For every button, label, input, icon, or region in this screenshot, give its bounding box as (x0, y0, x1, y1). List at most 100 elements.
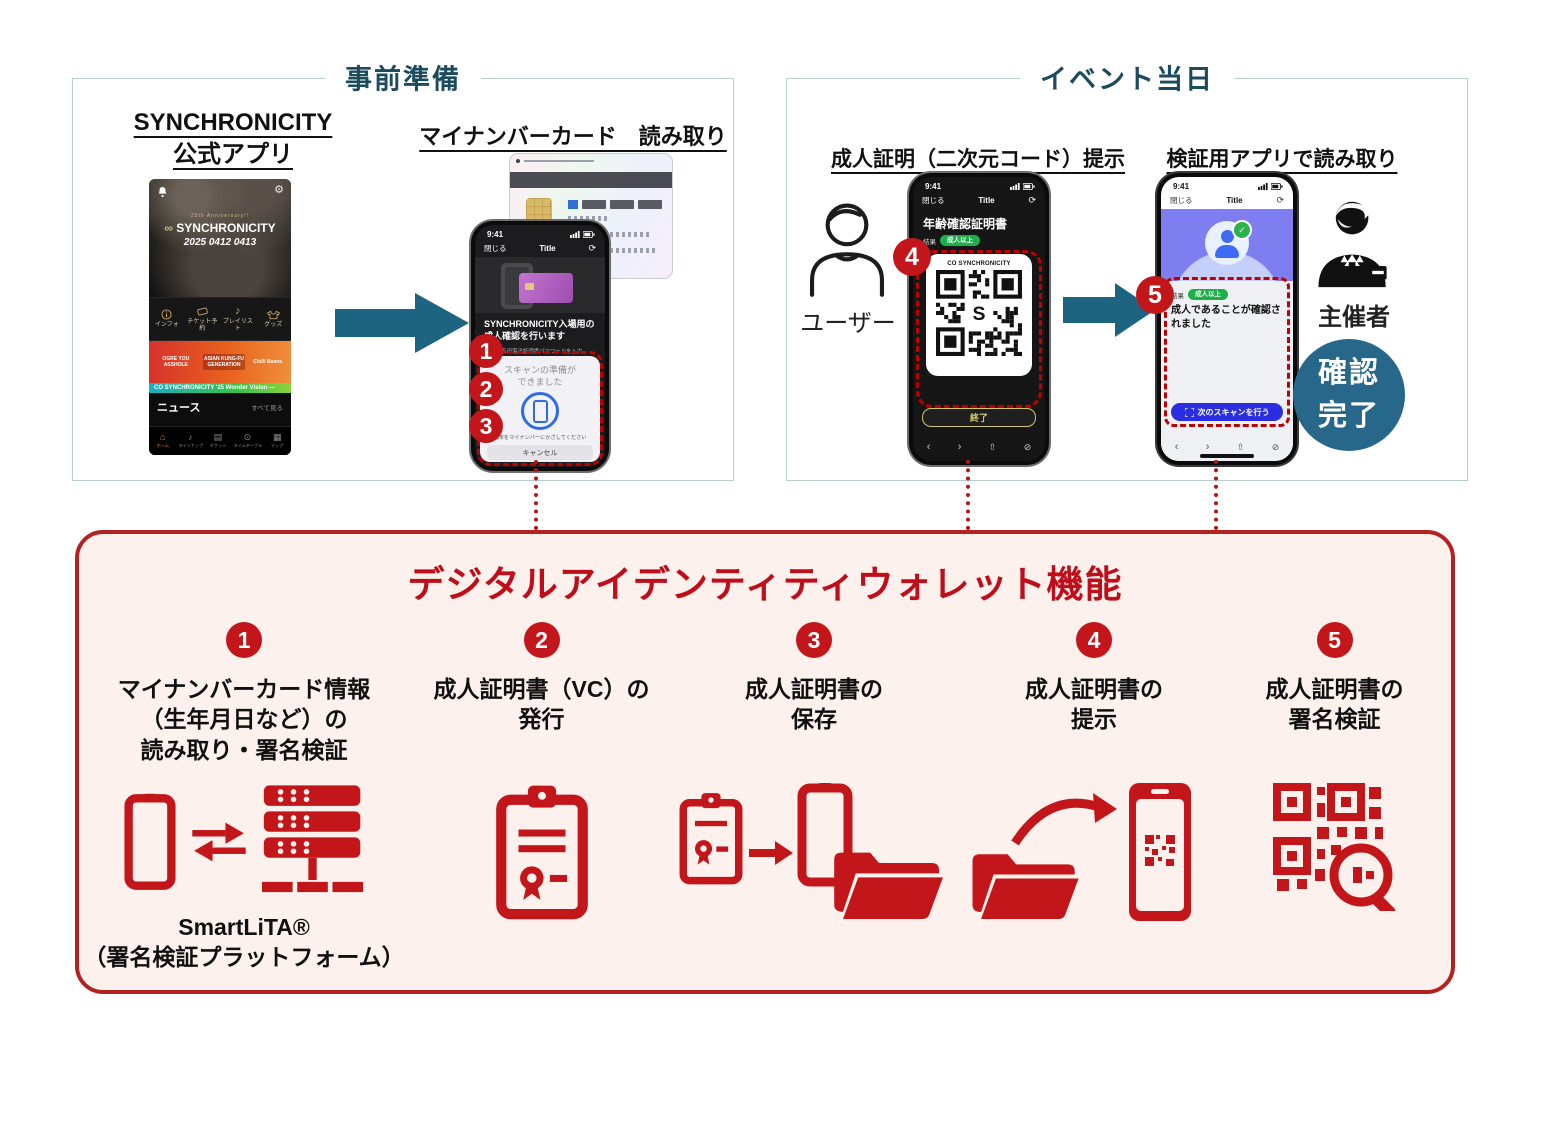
wallet-step-1: 1 マイナンバーカード情報 （生年月日など）の 読み取り・署名検証 (79, 622, 409, 973)
official-app-heading: SYNCHRONICITY 公式アプリ (93, 107, 373, 172)
smartlita-label: SmartLiTA® (178, 914, 310, 941)
server-icon (262, 785, 364, 893)
forward-icon[interactable]: › (957, 441, 962, 453)
event-box-title: イベント当日 (1020, 57, 1234, 97)
check-icon: ✓ (1232, 220, 1252, 240)
refresh-icon[interactable]: ⟳ (1028, 195, 1036, 205)
wallet-box: デジタルアイデンティティウォレット機能 1 マイナンバーカード情報 （生年月日な… (75, 530, 1455, 994)
back-icon[interactable]: ‹ (926, 441, 931, 453)
adult-badge: 成人以上 (940, 235, 980, 247)
playlist-icon: ♪ (235, 304, 241, 317)
app-menu-info-label: インフォ (154, 322, 179, 329)
present-heading: 成人証明（二次元コード）提示 (831, 148, 1125, 171)
blocked-icon[interactable]: ⊘ (1271, 441, 1280, 452)
step-badge-1: 1 (469, 334, 503, 368)
qr-phone-time: 9:41 (925, 182, 942, 191)
verify-phone-time: 9:41 (1173, 182, 1190, 191)
verify-result-label: 結果 (1171, 292, 1184, 300)
app-bottom-nav: ⌂ホーム ♪ラインナップ ▤チケット ⊙タイムテーブル ▦マップ (149, 426, 291, 455)
right-arrow-icon (749, 840, 793, 865)
exchange-arrows-icon (192, 822, 246, 862)
app-menu-info[interactable]: インフォ (149, 298, 185, 340)
phone-card-illustration (475, 257, 605, 313)
curved-arrow-icon (1011, 792, 1117, 846)
wallet-step-2-number: 2 (523, 622, 560, 658)
share-icon[interactable]: ⇧ (1236, 441, 1245, 452)
verify-message: 成人であることが確認されました (1171, 305, 1281, 330)
app-banner-strip[interactable]: CO SYNCHRONICITY '25 Wonder Vision — (149, 383, 291, 393)
wallet-step-3: 3 成人証明書の 保存 (654, 622, 974, 923)
info-icon (161, 309, 172, 320)
certificate-small-icon (679, 792, 743, 885)
refresh-icon[interactable]: ⟳ (1276, 195, 1284, 205)
blocked-icon[interactable]: ⊘ (1023, 441, 1032, 452)
next-scan-button[interactable]: 次のスキャンを行う (1171, 403, 1283, 421)
verify-phone-close-button[interactable]: 閉じる (1170, 196, 1193, 205)
verify-heading: 検証用アプリで読み取り (1166, 148, 1398, 171)
qr-phone-title: Title (978, 196, 995, 205)
certificate-icon (495, 785, 588, 919)
sheet-ready-line2: できました (517, 376, 563, 387)
gear-icon[interactable]: ⚙ (274, 184, 284, 196)
app-nav-timetable[interactable]: ⊙タイムテーブル (233, 432, 262, 448)
lineup-icon: ♪ (188, 432, 193, 442)
organizer-icon (1318, 201, 1387, 288)
app-hero: ⚙ 25th Anniversary!! ∞ SYNCHRONICITY 202… (149, 179, 291, 297)
scan-phone-close-button[interactable]: 閉じる (484, 244, 507, 253)
step1-label-line1: マイナンバーカード情報 (117, 676, 371, 702)
share-icon[interactable]: ⇧ (988, 441, 997, 452)
timetable-icon: ⊙ (243, 432, 252, 442)
app-menu-ticket-label: チケット予約 (187, 318, 218, 332)
folder-icon (972, 853, 1079, 919)
step-badge-2: 2 (469, 372, 503, 406)
phone-qr-icon (1129, 782, 1191, 921)
sheet-hint: 端末をマイナンバーにかざしてください (493, 435, 587, 442)
wallet-step-5: 5 成人証明書の 署名検証 (1182, 622, 1487, 911)
app-menu-ticket[interactable]: チケット予約 (185, 298, 221, 340)
nav-ticket-icon: ▤ (213, 432, 223, 442)
verify-header: ✓ (1161, 209, 1293, 281)
bell-icon[interactable] (157, 186, 168, 198)
app-logo: ∞ SYNCHRONICITY (149, 221, 291, 235)
app-menu-goods-label: グッズ (264, 321, 283, 328)
infinity-logo-icon: ∞ (164, 221, 173, 235)
smartphone-icon (797, 782, 853, 887)
app-nav-home[interactable]: ⌂ホーム (156, 432, 169, 448)
app-anniversary: 25th Anniversary!! (190, 213, 250, 219)
app-nav-map[interactable]: ▦マップ (271, 432, 284, 448)
map-icon: ▦ (272, 432, 282, 442)
wallet-step-5-number: 5 (1316, 622, 1353, 658)
done-button[interactable]: 終了 (922, 408, 1036, 427)
step1-label-line3: 読み取り・署名検証 (140, 736, 348, 763)
app-event-banner[interactable]: OGRE YOU ASSHOLE ASIAN KUNG-FU GENERATIO… (149, 341, 291, 383)
cancel-button[interactable]: キャンセル (487, 445, 593, 461)
battery-icon (583, 231, 595, 238)
step4-label-line1: 成人証明書の (1025, 676, 1163, 702)
complete-line1: 確認 (1317, 356, 1380, 389)
back-icon[interactable]: ‹ (1174, 441, 1179, 453)
step-badge-5: 5 (1136, 276, 1174, 314)
wallet-step-2: 2 成人証明書（VC）の 発行 (399, 622, 684, 923)
app-nav-lineup[interactable]: ♪ラインナップ (177, 432, 203, 448)
wallet-step-3-number: 3 (796, 622, 832, 658)
refresh-icon[interactable]: ⟳ (588, 243, 596, 253)
step-badge-3: 3 (469, 409, 503, 443)
app-nav-ticket[interactable]: ▤チケット (209, 432, 227, 448)
avatar: ✓ (1205, 220, 1252, 265)
verify-phone-title: Title (1226, 196, 1243, 205)
scan-frame-icon (1184, 407, 1194, 417)
app-menu-playlist-label: プレイリスト (222, 318, 253, 332)
flow-arrow-2 (1063, 283, 1155, 337)
home-icon: ⌂ (160, 432, 166, 442)
qr-phone-close-button[interactable]: 閉じる (922, 196, 945, 205)
app-menu-playlist[interactable]: ♪ プレイリスト (220, 298, 256, 340)
event-box: イベント当日 成人証明（二次元コード）提示 検証用アプリで読み取り ユーザー 9… (786, 57, 1468, 481)
news-see-all[interactable]: すべて見る (251, 405, 283, 412)
verify-phone-toolbar: ‹ › ⇧ ⊘ (1161, 441, 1293, 453)
forward-icon[interactable]: › (1205, 441, 1210, 453)
step1-label-line2: （生年月日など）の (140, 706, 348, 733)
connector-line-2 (966, 460, 970, 530)
official-app-heading-line1: SYNCHRONICITY (133, 109, 333, 136)
app-menu-goods[interactable]: グッズ (256, 298, 292, 340)
